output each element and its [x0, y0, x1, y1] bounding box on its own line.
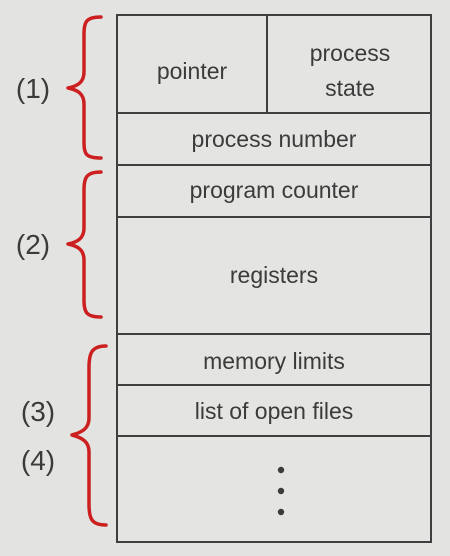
cell-pointer — [116, 14, 268, 114]
memory-limits-label: memory limits — [203, 348, 345, 374]
pcb-table — [116, 14, 432, 543]
process-state-label-line2: state — [325, 75, 375, 101]
program-counter-label: program counter — [190, 177, 359, 203]
brace-3-icon — [70, 344, 108, 527]
pointer-label: pointer — [157, 58, 228, 84]
cell-memory-limits — [116, 333, 432, 386]
brace-2-icon — [66, 170, 103, 319]
group-label-1: (1) — [16, 73, 50, 104]
group-label-2: (2) — [16, 229, 50, 260]
cell-more — [116, 435, 432, 543]
process-number-label: process number — [192, 126, 357, 152]
cell-registers — [116, 216, 432, 335]
open-files-label: list of open files — [195, 398, 354, 424]
cell-program-counter — [116, 164, 432, 218]
registers-label: registers — [230, 262, 318, 288]
process-state-label-line1: process — [310, 40, 391, 66]
group-braces — [66, 15, 108, 527]
vertical-ellipsis-icon — [277, 466, 285, 516]
brace-1-icon — [66, 15, 103, 160]
cell-process-state — [266, 14, 432, 114]
group-label-3: (3) — [21, 396, 55, 427]
group-label-4: (4) — [21, 445, 55, 476]
